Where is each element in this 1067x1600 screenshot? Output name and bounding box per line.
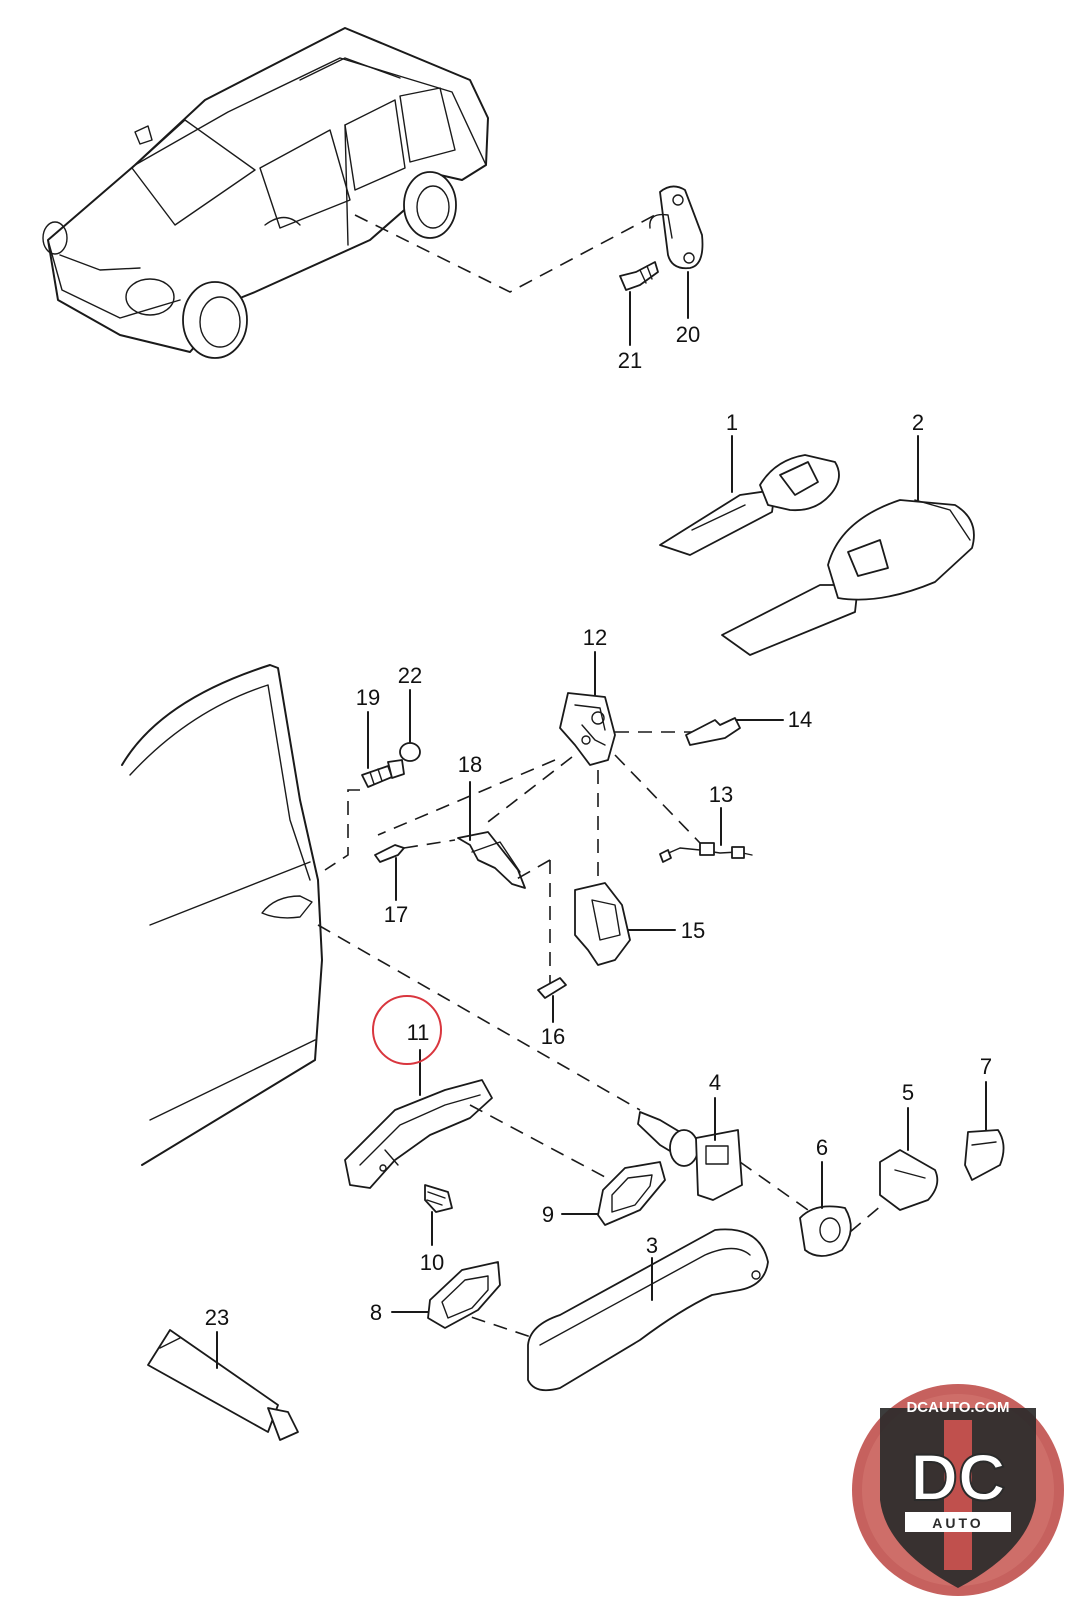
suv-illustration [42, 27, 489, 359]
callout-21: 21 [618, 348, 642, 373]
callout-20: 20 [676, 322, 700, 347]
callout-5: 5 [902, 1080, 914, 1105]
logo-top-text: DCAUTO.COM [906, 1399, 1009, 1416]
callout-6: 6 [816, 1135, 828, 1160]
door-outline [121, 664, 323, 1166]
callout-2: 2 [912, 410, 924, 435]
callout-10: 10 [420, 1250, 444, 1275]
lock-connector-14 [685, 717, 741, 746]
callout-7: 7 [980, 1054, 992, 1079]
grease-tube [147, 1329, 299, 1441]
callout-13: 13 [709, 782, 733, 807]
lock-bracket [457, 831, 526, 889]
dcauto-logo: DCAUTO.COM DC AUTO [852, 1384, 1064, 1596]
outer-door-handle [527, 1228, 769, 1392]
callout-19: 19 [356, 685, 380, 710]
callout-11: 11 [407, 1020, 430, 1045]
callout-12: 12 [583, 625, 607, 650]
callout-23: 23 [205, 1305, 229, 1330]
callout-14: 14 [788, 707, 812, 732]
lock-cylinder [637, 1111, 743, 1201]
callout-4: 4 [709, 1070, 721, 1095]
gasket-8 [427, 1261, 501, 1329]
cylinder-cap [799, 1205, 852, 1257]
callout-11-highlight [372, 995, 442, 1065]
pin-16 [537, 977, 567, 999]
handle-screw [424, 1184, 453, 1213]
trim-screw [361, 759, 405, 788]
cap-7 [964, 1129, 1005, 1181]
lock-module [574, 882, 631, 966]
callout-1: 1 [726, 410, 738, 435]
callout-16: 16 [541, 1024, 565, 1049]
callout-8: 8 [370, 1300, 382, 1325]
callout-15: 15 [681, 918, 705, 943]
callout-3: 3 [646, 1233, 658, 1258]
cover-5 [879, 1149, 939, 1211]
key-1 [659, 454, 840, 556]
callout-18: 18 [458, 752, 482, 777]
callout-17: 17 [384, 902, 408, 927]
door-lock [559, 692, 616, 766]
pin-17 [374, 844, 405, 863]
wiring-harness [659, 842, 753, 863]
logo-main-text: DC [910, 1440, 1005, 1514]
key-2 [721, 499, 975, 656]
door-striker [649, 185, 704, 270]
callout-9: 9 [542, 1202, 554, 1227]
striker-screw [619, 261, 659, 291]
logo-sub-text: AUTO [932, 1515, 983, 1531]
handle-carrier [344, 1079, 493, 1189]
seal-ring [399, 742, 421, 762]
callout-22: 22 [398, 663, 422, 688]
gasket-9 [597, 1161, 666, 1226]
